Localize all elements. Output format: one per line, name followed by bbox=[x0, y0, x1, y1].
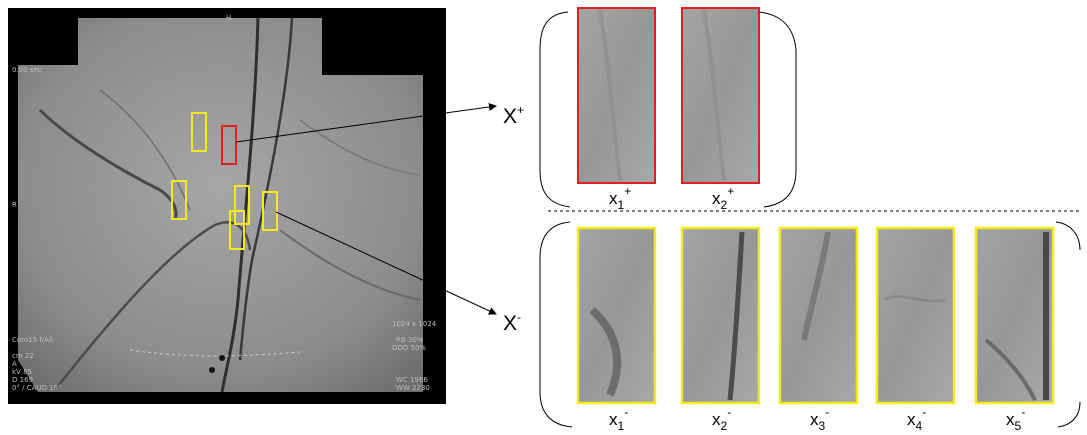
svg-text:0° / CAUD 18°: 0° / CAUD 18° bbox=[12, 384, 62, 392]
svg-text:RB 30%: RB 30% bbox=[396, 336, 424, 344]
negative-box-1 bbox=[191, 112, 207, 152]
negative-box-5 bbox=[262, 191, 278, 231]
negative-patch-1 bbox=[576, 226, 657, 405]
negative-patch-5 bbox=[974, 226, 1055, 405]
angio-time-text: 0.00 sec bbox=[12, 66, 42, 74]
angiogram-image bbox=[18, 18, 423, 392]
svg-text:WC 1966: WC 1966 bbox=[396, 376, 428, 384]
negative-set-bracket bbox=[539, 221, 1081, 428]
negative-box-3 bbox=[234, 185, 250, 225]
angio-side-marker: R bbox=[12, 201, 17, 209]
negative-patch-label-2: x2- bbox=[712, 405, 731, 433]
negative-box-4 bbox=[229, 210, 245, 250]
svg-text:Coro15 f/All: Coro15 f/All bbox=[12, 336, 53, 344]
negative-patch-4 bbox=[875, 226, 956, 405]
angio-bottom-left-text: Coro15 f/All cm 22 A kV 85 D 169 0° / CA… bbox=[12, 336, 62, 392]
negative-patch-label-4: x4- bbox=[907, 405, 926, 433]
negative-box-2 bbox=[171, 180, 187, 220]
svg-text:DDO 50%: DDO 50% bbox=[392, 344, 426, 352]
positive-set-label: X+ bbox=[503, 103, 524, 128]
positive-patch-2 bbox=[681, 7, 760, 184]
svg-text:D 169: D 169 bbox=[12, 376, 33, 384]
angio-top-marker: H bbox=[226, 14, 231, 22]
vessel-structures bbox=[38, 17, 421, 393]
svg-text:A: A bbox=[12, 360, 17, 368]
positive-patch-label-1: x1+ bbox=[609, 184, 631, 212]
svg-text:WW 2230: WW 2230 bbox=[396, 384, 430, 392]
positive-set-bracket bbox=[539, 11, 797, 208]
negative-patch-2 bbox=[680, 226, 761, 405]
positive-box bbox=[221, 125, 237, 165]
negative-patch-label-5: x5- bbox=[1006, 405, 1025, 433]
svg-text:kV 85: kV 85 bbox=[12, 368, 32, 376]
angio-bottom-right-text: 1024 x 1024 RB 30% DDO 50% WC 1966 WW 22… bbox=[392, 320, 437, 392]
negative-set-label: X- bbox=[503, 310, 521, 335]
svg-text:1024 x 1024: 1024 x 1024 bbox=[392, 320, 437, 328]
positive-patch-1 bbox=[577, 7, 656, 184]
negative-patch-label-3: x3- bbox=[810, 405, 829, 433]
negative-patch-3 bbox=[778, 226, 859, 405]
svg-text:cm 22: cm 22 bbox=[12, 352, 34, 360]
arrow-to-positive-set bbox=[235, 102, 497, 143]
positive-patch-label-2: x2+ bbox=[712, 184, 734, 212]
negative-patch-label-1: x1- bbox=[609, 405, 628, 433]
arrow-to-negative-set bbox=[275, 211, 497, 315]
angiogram-panel: 0.00 sec H R Coro15 f/All cm 22 A kV 85 … bbox=[8, 8, 446, 404]
